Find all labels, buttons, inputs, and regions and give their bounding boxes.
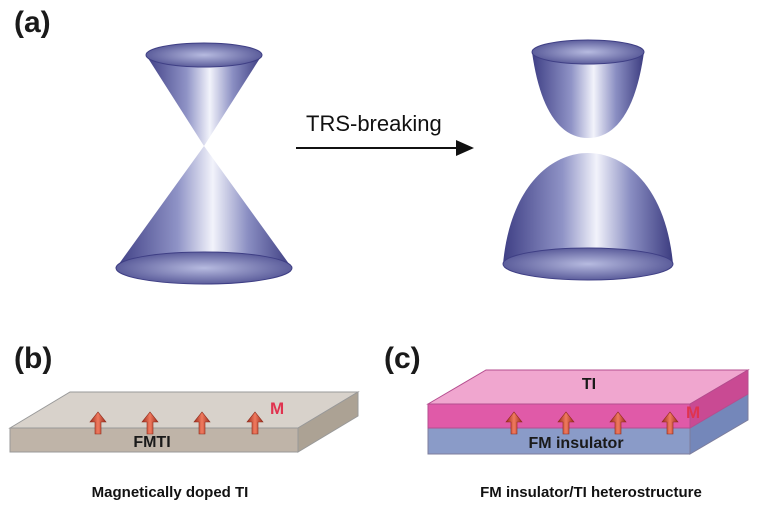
ti-layer-front — [427, 403, 691, 429]
panel-c-label: (c) — [384, 342, 421, 375]
gapless-dirac-cone — [115, 42, 293, 285]
heterostructure-slab — [426, 369, 750, 455]
gapped-dirac-cone — [502, 39, 674, 281]
trs-breaking-label: TRS-breaking — [306, 111, 442, 136]
moment-arrow-c-1 — [505, 411, 523, 435]
moment-arrow-b-3 — [193, 411, 211, 435]
upper-cone-rim — [145, 42, 263, 68]
moment-arrow-b-1 — [89, 411, 107, 435]
moment-label-c: M — [686, 403, 700, 422]
caption-b: Magnetically doped TI — [92, 484, 249, 501]
magnetization-arrows-b — [89, 411, 264, 435]
panel-a-label: (a) — [14, 6, 51, 39]
lower-cone-surface — [116, 146, 292, 268]
fmti-layer-label: FMTI — [133, 434, 170, 451]
upper-paraboloid-rim — [531, 39, 645, 65]
magnetization-arrows-c — [505, 411, 679, 435]
fmti-slab — [8, 391, 360, 453]
moment-arrow-c-3 — [609, 411, 627, 435]
trs-breaking-arrow: TRS-breaking — [296, 111, 474, 156]
lower-cone-rim — [115, 251, 293, 285]
panel-b-label: (b) — [14, 342, 52, 375]
ti-layer-label: TI — [582, 376, 596, 393]
fm-insulator-label: FM insulator — [528, 435, 623, 452]
moment-arrow-b-2 — [141, 411, 159, 435]
moment-label-b: M — [270, 399, 284, 418]
lower-paraboloid-rim — [502, 247, 674, 281]
moment-arrow-b-4 — [246, 411, 264, 435]
moment-arrow-c-4 — [661, 411, 679, 435]
ti-layer-side — [689, 369, 749, 429]
caption-c: FM insulator/TI heterostructure — [480, 484, 702, 501]
upper-paraboloid-surface — [532, 52, 644, 138]
moment-arrow-c-2 — [557, 411, 575, 435]
upper-cone-surface — [146, 55, 262, 146]
lower-paraboloid-surface — [503, 153, 673, 264]
